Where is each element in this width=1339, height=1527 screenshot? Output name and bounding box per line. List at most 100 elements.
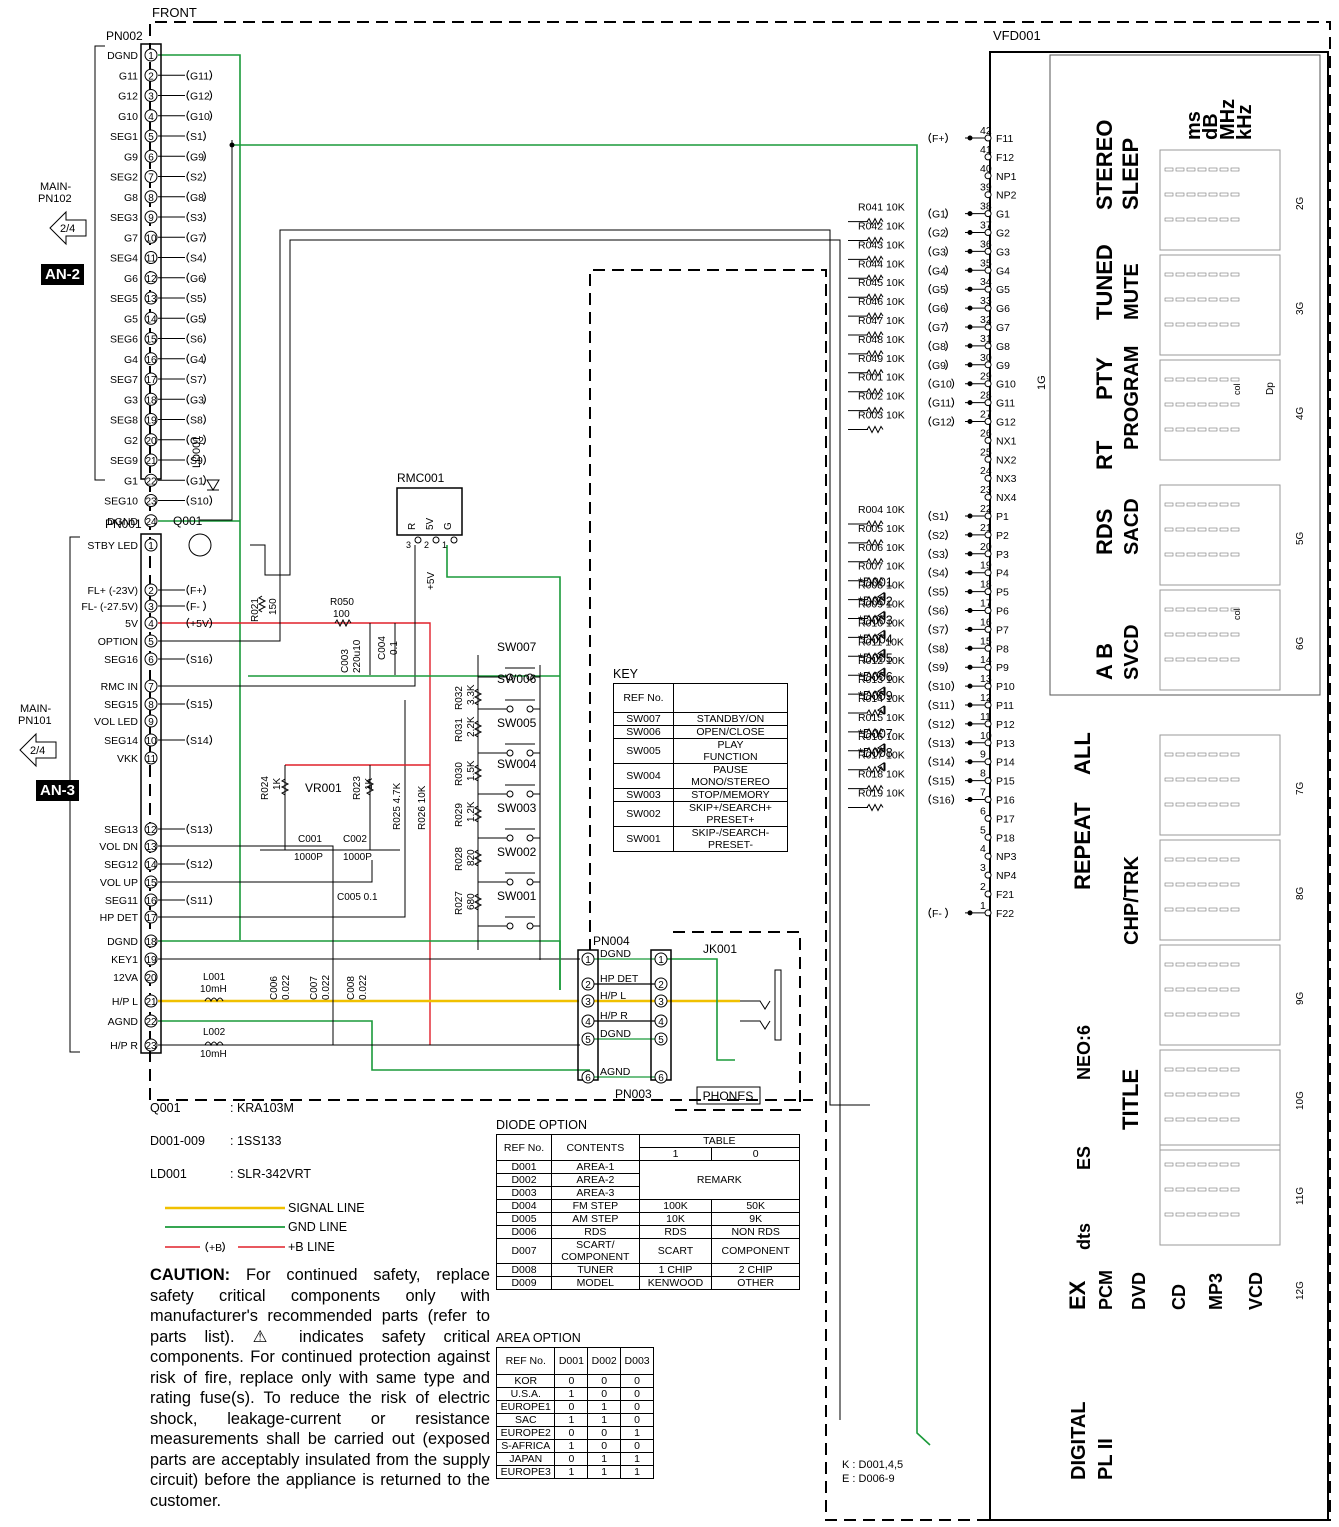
- digit-segment: [1230, 427, 1240, 432]
- vfd-resistor: [866, 652, 884, 661]
- pn002-pin-num: 20: [145, 436, 157, 447]
- pn002-pin: [144, 392, 158, 406]
- vfd-pin-name: F12: [996, 152, 1014, 164]
- digit-segment: [1175, 962, 1185, 967]
- vfd-pin-num: 40: [980, 163, 992, 175]
- vfd-resistor: [866, 633, 884, 642]
- vfd-pin: [984, 871, 992, 879]
- digit-segment: [1186, 857, 1196, 862]
- r031-label: R031: [454, 718, 465, 742]
- digit-segment: [1219, 167, 1229, 172]
- r028-label: R028: [454, 847, 465, 871]
- rmc-terminal: [414, 536, 422, 544]
- vfd-pin: [984, 474, 992, 482]
- area-value: 0: [587, 1439, 622, 1453]
- vfd-pin-name: NP1: [996, 171, 1017, 183]
- pn001-tag-text: F+: [190, 585, 203, 597]
- seg-cd: CD: [1169, 1284, 1189, 1310]
- vfd-pin-num: 11: [980, 711, 991, 723]
- vfd-tag-text: G7: [932, 322, 946, 334]
- digit-segment: [1219, 552, 1229, 557]
- sw-contact: [526, 705, 534, 713]
- pn002-pin: [144, 311, 158, 325]
- pn002-pin: [144, 291, 158, 305]
- vfd-tag-bracket: [928, 642, 948, 654]
- grid-label: 3G: [1295, 301, 1306, 315]
- digit-segment: [1230, 1212, 1240, 1217]
- digit-segment: [1219, 1187, 1229, 1192]
- digit-segment: [1186, 1187, 1196, 1192]
- vfd-tag-mask: [925, 301, 965, 316]
- grid-label: 9G: [1295, 991, 1306, 1005]
- pn002-pin-name: G4: [124, 354, 138, 366]
- diode-val-1: 100K: [638, 1199, 713, 1213]
- digit-segment: [1175, 907, 1185, 912]
- pn002-tag-bracket: [186, 474, 206, 486]
- diode-ref: D004: [495, 1199, 553, 1213]
- vfd-resistor: [866, 519, 884, 529]
- digit-segment: [1186, 987, 1196, 992]
- junction-dot: [967, 324, 973, 330]
- junction-dot: [967, 626, 973, 632]
- pn001-pin-name: DGND: [107, 936, 138, 948]
- pn002-pin: [144, 68, 158, 82]
- pn001-pin: [144, 839, 158, 853]
- r029-value: 1.2K: [466, 801, 477, 822]
- vfd-tag-text: S4: [932, 568, 945, 580]
- pn004-pin-name: H/P L: [600, 990, 626, 1002]
- diode-ref: D001: [495, 1160, 553, 1174]
- pn001-pin: [144, 697, 158, 711]
- g9-vertical: [200, 140, 233, 521]
- diode-label: *D004: [858, 632, 893, 646]
- pn001-pin-name: AGND: [108, 1016, 139, 1028]
- vfd-tag-mask: [925, 660, 965, 675]
- pn001-pin-name: SEG16: [104, 654, 138, 666]
- pn002-pin-num: 1: [148, 51, 154, 62]
- pn002-pin: [144, 332, 158, 345]
- sw-contact: [526, 790, 534, 798]
- diode-contents: AREA-2: [551, 1173, 640, 1187]
- pn002-pin-num: 7: [148, 173, 154, 184]
- vfd-resistor: [866, 765, 884, 774]
- components: [19, 43, 886, 1105]
- pn002-pin-name: G11: [119, 70, 138, 82]
- digit-segment: [1197, 1212, 1207, 1217]
- diode-contents: MODEL: [551, 1276, 640, 1290]
- digit-segment: [1230, 272, 1240, 277]
- vfd-resistor: [866, 746, 884, 755]
- vfd-pin-num: 39: [980, 182, 992, 194]
- area-ref: EUROPE2: [495, 1426, 556, 1440]
- pn002-pin-num: 15: [145, 335, 157, 346]
- digit-segment: [1219, 987, 1229, 992]
- pn001-tag-text: F-: [190, 601, 200, 613]
- vfd-tag-bracket: [928, 567, 948, 579]
- pn003-pin-num: 1: [658, 955, 664, 966]
- pn001-pin: [144, 616, 158, 630]
- digit-segment: [1219, 1212, 1229, 1217]
- diode-label: *D006: [858, 670, 893, 684]
- area-value: 1: [620, 1426, 654, 1440]
- r032-value: 3.3K: [466, 684, 477, 705]
- sw-contact: [506, 749, 514, 757]
- sw-contact: [526, 673, 534, 681]
- pn001-pin: [144, 652, 158, 666]
- vfd-tag-bracket: [928, 718, 955, 730]
- r025-label: R025 4.7K: [392, 782, 403, 830]
- pn002-tag-bracket: [186, 434, 206, 446]
- vfd-pin: [984, 210, 992, 218]
- pn001-pin-name: VKK: [117, 753, 138, 765]
- digit-segment: [1164, 1012, 1174, 1017]
- pn002-tag-bracket: [186, 252, 206, 263]
- pn001-pin-num: 11: [146, 754, 157, 765]
- vfd-tag-text: S8: [932, 643, 945, 655]
- vfd-pin-name: NX3: [996, 473, 1017, 485]
- vfd-resistor-label: R044 10K: [858, 258, 905, 270]
- digit-segment: [1186, 1117, 1196, 1122]
- junction-dot: [967, 664, 973, 670]
- vfd-resistor-label: R017 10K: [858, 750, 905, 762]
- key-ref: SW007: [613, 712, 674, 726]
- r029-label: R029: [454, 803, 465, 827]
- vfd-upper-frame: [1049, 54, 1321, 696]
- seg-neo6: NEO:6: [1074, 1025, 1094, 1080]
- vfd-pin-num: 28: [980, 390, 992, 402]
